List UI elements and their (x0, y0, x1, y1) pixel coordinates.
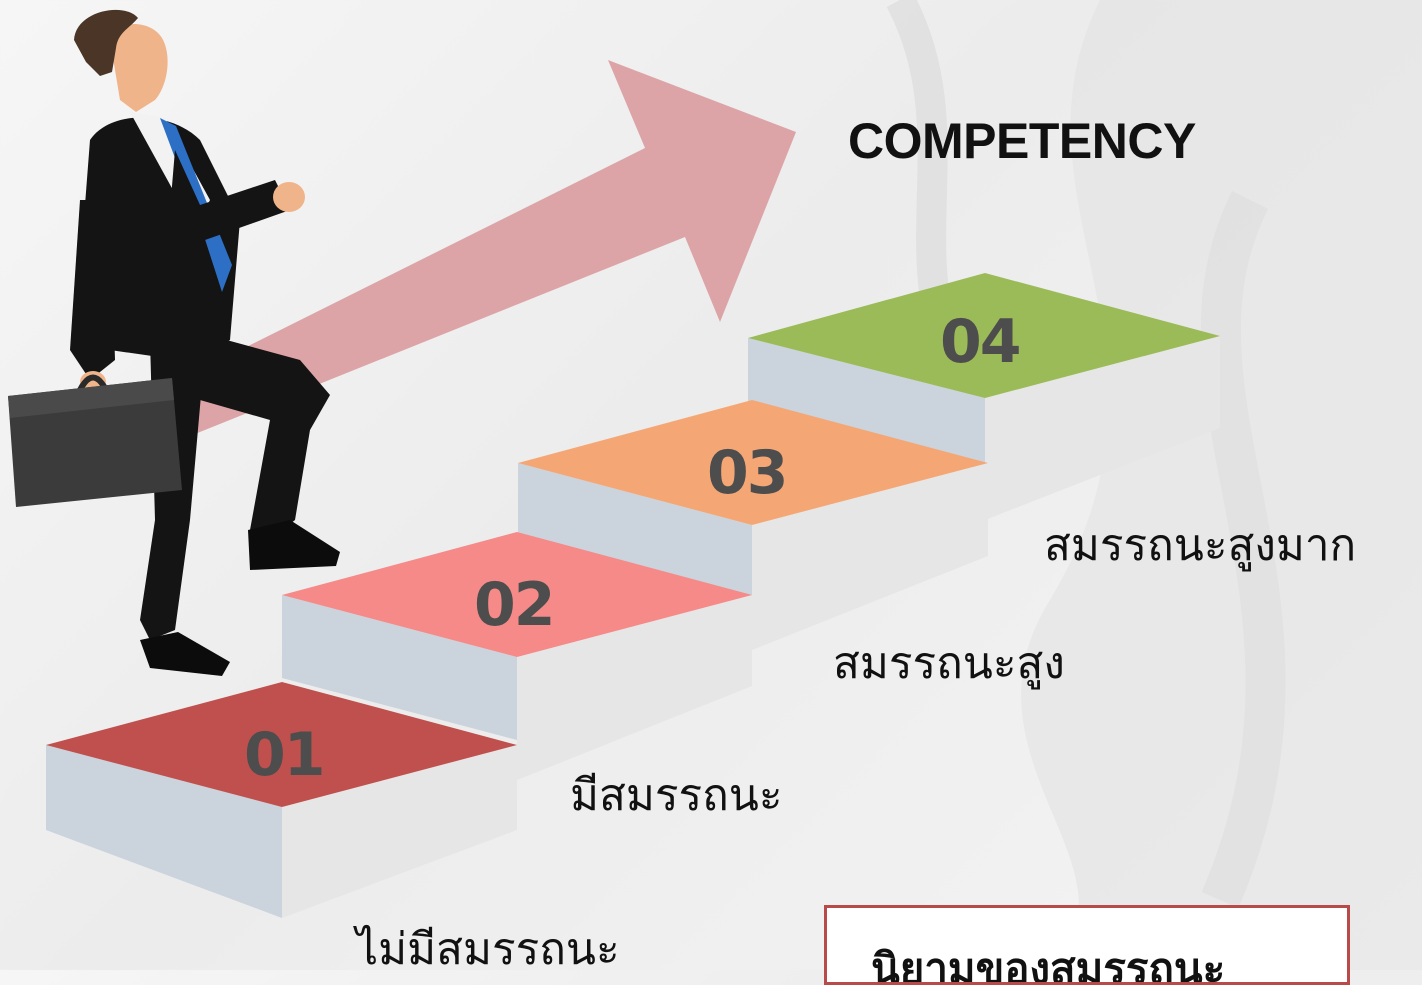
step-1-block (46, 682, 517, 918)
diagram-title: COMPETENCY (848, 113, 1196, 169)
step-4-label: สมรรถนะสูงมาก (1044, 520, 1357, 571)
step-1-number: 01 (244, 720, 325, 790)
definition-button[interactable]: นิยามของสมรรถนะ (824, 905, 1350, 985)
step-3-number: 03 (707, 438, 788, 508)
step-2-block (282, 532, 752, 780)
definition-button-label: นิยามของสมรรถนะ (871, 944, 1226, 985)
step-2-top (282, 532, 752, 657)
growth-arrow-icon (160, 60, 796, 440)
step-2-number: 02 (474, 570, 555, 640)
step-1-top (46, 682, 517, 807)
step-3-top (518, 400, 988, 525)
step-3-block (518, 400, 988, 650)
step-4-block (748, 273, 1220, 520)
step-3-label: สมรรถนะสูง (833, 638, 1065, 689)
step-2-label: มีสมรรถนะ (570, 770, 783, 821)
briefcase-icon (8, 374, 182, 507)
step-4-number: 04 (940, 307, 1021, 377)
step-4-top (748, 273, 1220, 398)
step-1-label: ไม่มีสมรรถนะ (356, 924, 620, 975)
